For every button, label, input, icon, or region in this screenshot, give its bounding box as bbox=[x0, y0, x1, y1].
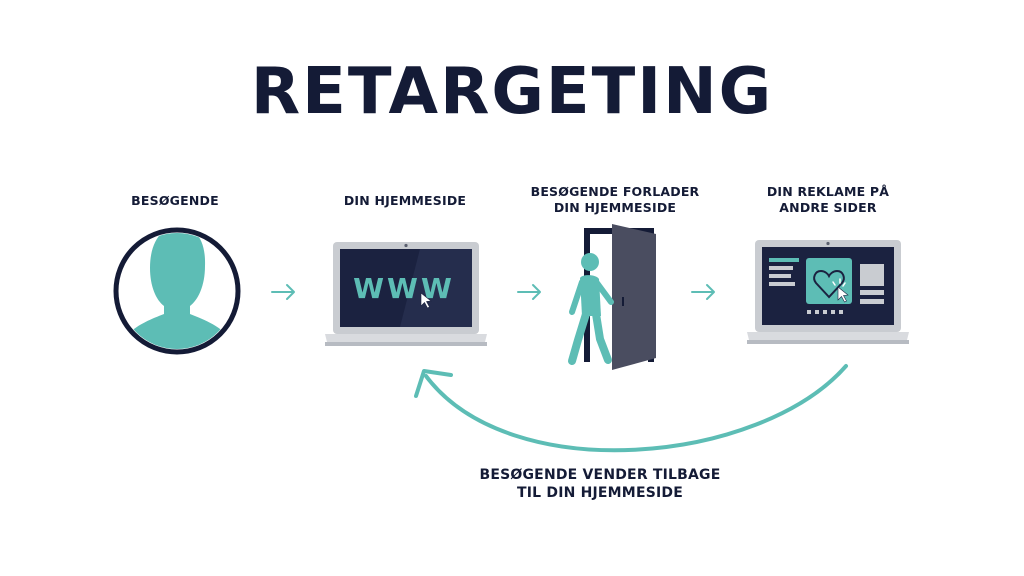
ad-page-content bbox=[769, 258, 884, 304]
step-leaving-label-line-2: DIN HJEMMESIDE bbox=[553, 200, 677, 215]
return-caption-line-1: BESØGENDE VENDER TILBAGE bbox=[479, 467, 721, 483]
door-icon bbox=[584, 224, 656, 370]
diagram-title: RETARGETING bbox=[250, 55, 774, 129]
return-arrow-icon bbox=[414, 364, 848, 453]
step-website-label: DIN HJEMMESIDE bbox=[305, 193, 505, 209]
step-leaving-label-line-1: BESØGENDE FORLADER bbox=[530, 184, 700, 199]
arrow-icon bbox=[691, 284, 715, 300]
step-ad-label-line-1: DIN REKLAME PÅ bbox=[766, 184, 890, 199]
step-visitor-label: BESØGENDE bbox=[95, 193, 255, 209]
ad-laptop-icon bbox=[747, 240, 909, 344]
cursor-icon bbox=[420, 292, 432, 309]
step-leaving-label: BESØGENDE FORLADER DIN HJEMMESIDE bbox=[515, 184, 715, 216]
arrow-icon bbox=[517, 284, 541, 300]
step-visitor-label-line: BESØGENDE bbox=[131, 193, 219, 208]
return-caption-line-2: TIL DIN HJEMMESIDE bbox=[517, 485, 683, 501]
walking-person-icon bbox=[568, 253, 614, 365]
step-website-label-line: DIN HJEMMESIDE bbox=[343, 193, 467, 208]
heart-icon bbox=[813, 269, 845, 299]
www-text: WWW bbox=[353, 272, 455, 305]
visitor-avatar-icon bbox=[113, 227, 241, 355]
step-ad-label-line-2: ANDRE SIDER bbox=[779, 200, 877, 215]
click-cursor-icon bbox=[832, 278, 849, 303]
step-ad-label: DIN REKLAME PÅ ANDRE SIDER bbox=[728, 184, 928, 216]
website-laptop-icon: WWW bbox=[325, 242, 487, 346]
arrow-icon bbox=[271, 284, 295, 300]
return-caption: BESØGENDE VENDER TILBAGE TIL DIN HJEMMES… bbox=[470, 466, 730, 502]
